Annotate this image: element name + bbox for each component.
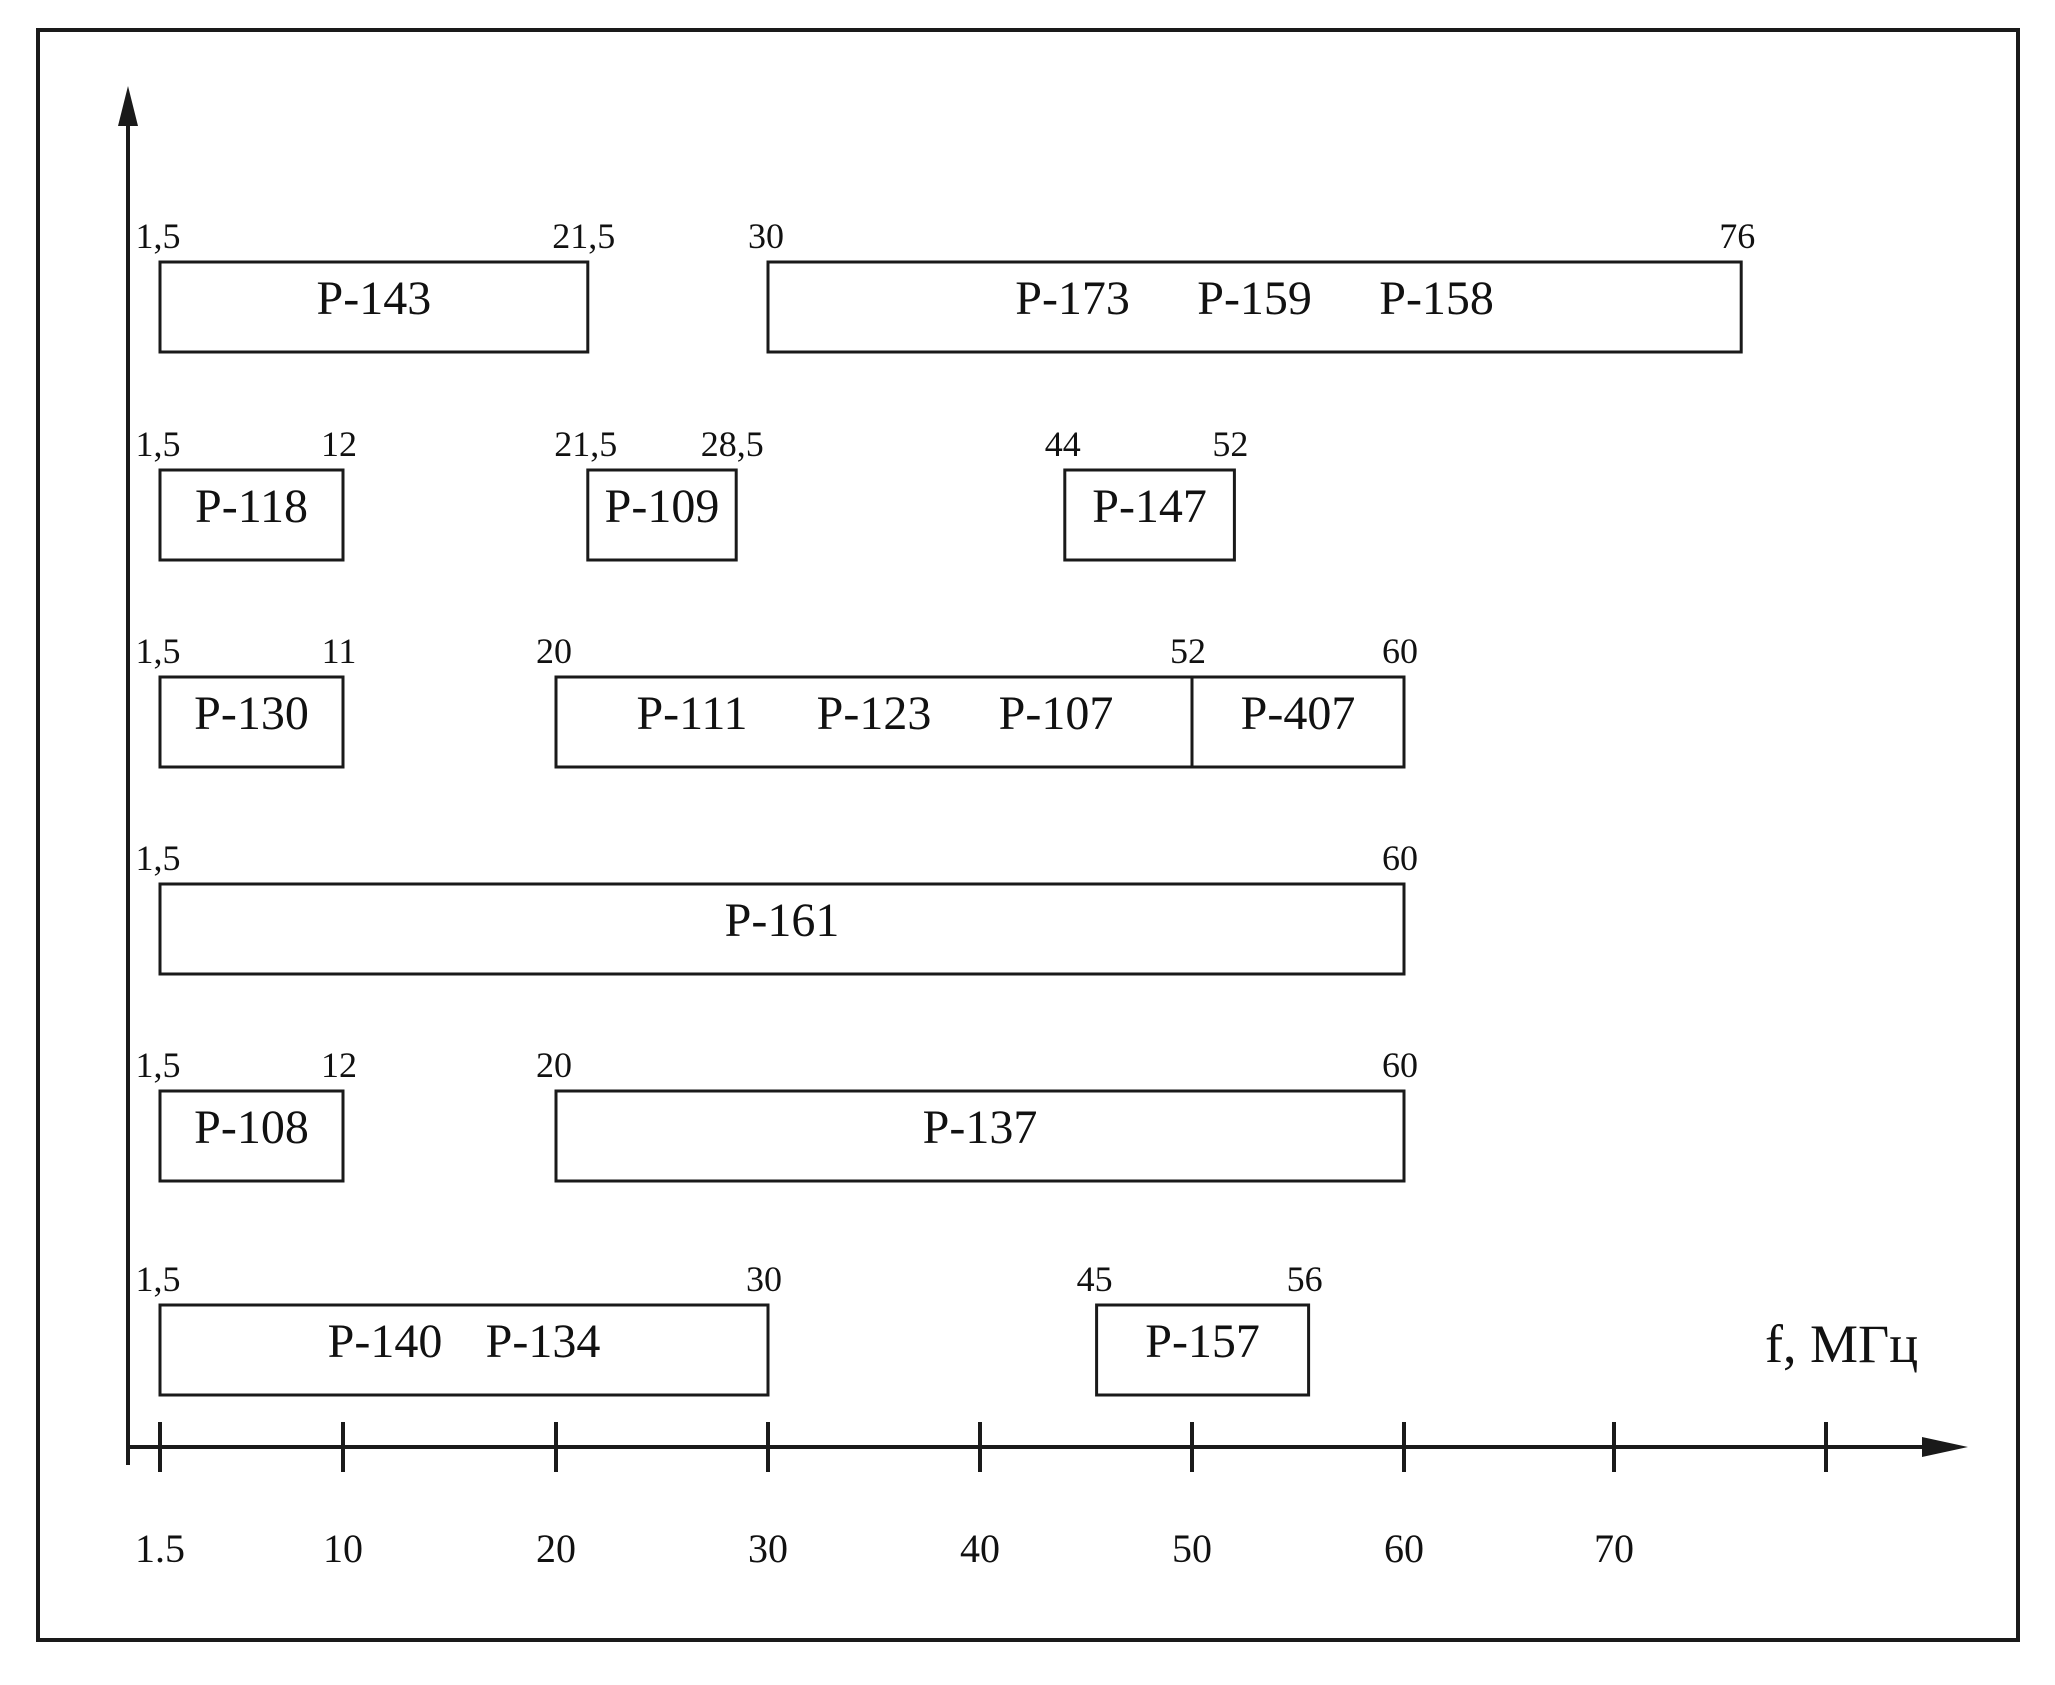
- radio-model-label: Р-108: [194, 1101, 309, 1154]
- x-tick-label: 30: [748, 1526, 788, 1571]
- band-end-label: 56: [1287, 1259, 1323, 1299]
- band-start-label: 1,5: [136, 631, 181, 671]
- band-start-label: 1,5: [136, 1045, 181, 1085]
- band-box: [586, 468, 738, 562]
- radio-model-label: Р-407: [1241, 687, 1356, 740]
- radio-model-label: Р-173: [1015, 272, 1130, 325]
- band-box: [158, 1303, 770, 1397]
- band-start-label: 1,5: [136, 216, 181, 256]
- radio-model-label: Р-161: [725, 894, 840, 947]
- x-tick-label: 10: [323, 1526, 363, 1571]
- band-end-label: 12: [321, 1045, 357, 1085]
- radio-model-label: Р-107: [999, 687, 1114, 740]
- band-row: 1,5 30Р-140 Р-134 45 56Р-157: [136, 1259, 1323, 1397]
- band-box: [158, 675, 345, 769]
- band-start-label: 1,5: [136, 838, 181, 878]
- radio-model-label: Р-130: [194, 687, 309, 740]
- band-row: 1,5 11Р-130 20 52Р-111 Р-123 Р-107 60Р-407: [136, 631, 1418, 769]
- band-box: [766, 260, 1743, 354]
- band-box: [1095, 1303, 1311, 1397]
- outer-frame: [36, 28, 2020, 1642]
- x-axis-ticks: 1.5 10 20 30 40 50 60 70: [135, 1422, 1828, 1571]
- band-end-label: 60: [1382, 838, 1418, 878]
- band-start-label: 30: [748, 216, 784, 256]
- band-box: [1063, 468, 1236, 562]
- band-end-label: 60: [1382, 1045, 1418, 1085]
- radio-model-label: Р-159: [1197, 272, 1312, 325]
- band-end-label: 12: [321, 424, 357, 464]
- radio-model-label: Р-137: [923, 1101, 1038, 1154]
- axis-unit-label: f, МГц: [1765, 1314, 1918, 1374]
- band-start-label: 20: [536, 631, 572, 671]
- band-row: 1,5 12Р-118 21,5 28,5Р-109 44 52Р-147: [136, 424, 1248, 562]
- x-tick-label: 70: [1594, 1526, 1634, 1571]
- band-end-label: 11: [322, 631, 357, 671]
- radio-model-label: Р-158: [1379, 272, 1494, 325]
- radio-model-label: Р-123: [817, 687, 932, 740]
- radio-model-label: Р-111: [636, 687, 747, 740]
- x-tick-label: 40: [960, 1526, 1000, 1571]
- x-tick-label: 50: [1172, 1526, 1212, 1571]
- band-box: [158, 468, 345, 562]
- band-end-label: 28,5: [701, 424, 764, 464]
- radio-model-label: Р-109: [605, 480, 720, 533]
- band-start-label: 20: [536, 1045, 572, 1085]
- band-box: [554, 1089, 1406, 1183]
- x-tick-label: 60: [1384, 1526, 1424, 1571]
- band-start-label: 1,5: [136, 1259, 181, 1299]
- radio-model-label: Р-118: [195, 480, 308, 533]
- band-start-label: 45: [1077, 1259, 1113, 1299]
- y-axis: [118, 86, 138, 1465]
- band-box: [158, 882, 1406, 976]
- band-end-label: 52: [1212, 424, 1248, 464]
- band-end-label: 30: [746, 1259, 782, 1299]
- band-end-label: 76: [1719, 216, 1755, 256]
- y-axis-arrow-icon: [118, 86, 138, 126]
- band-box: [1190, 675, 1406, 769]
- radio-model-label: Р-147: [1092, 480, 1207, 533]
- band-row: 1,5 12Р-108 20 60Р-137: [136, 1045, 1418, 1183]
- x-tick-label: 20: [536, 1526, 576, 1571]
- band-end-label: 60: [1382, 631, 1418, 671]
- band-end-label: 52: [1170, 631, 1206, 671]
- band-start-label: 44: [1045, 424, 1081, 464]
- band-start-label: 1,5: [136, 424, 181, 464]
- band-box: [158, 260, 590, 354]
- band-row: 1,5 60Р-161: [136, 838, 1418, 976]
- radio-model-label: Р-143: [317, 272, 432, 325]
- radio-model-label: Р-134: [486, 1315, 601, 1368]
- x-axis-arrow-icon: [1922, 1437, 1968, 1457]
- band-end-label: 21,5: [552, 216, 615, 256]
- x-tick-label: 1.5: [135, 1526, 185, 1571]
- radio-model-label: Р-140: [328, 1315, 443, 1368]
- band-row: 1,5 21,5Р-143 30 76Р-173 Р-159 Р-158: [136, 216, 1755, 354]
- radio-model-label: Р-157: [1145, 1315, 1260, 1368]
- band-box: [158, 1089, 345, 1183]
- band-start-label: 21,5: [554, 424, 617, 464]
- x-axis: 1.5 10 20 30 40 50 60 70 f, МГц: [128, 1314, 1968, 1571]
